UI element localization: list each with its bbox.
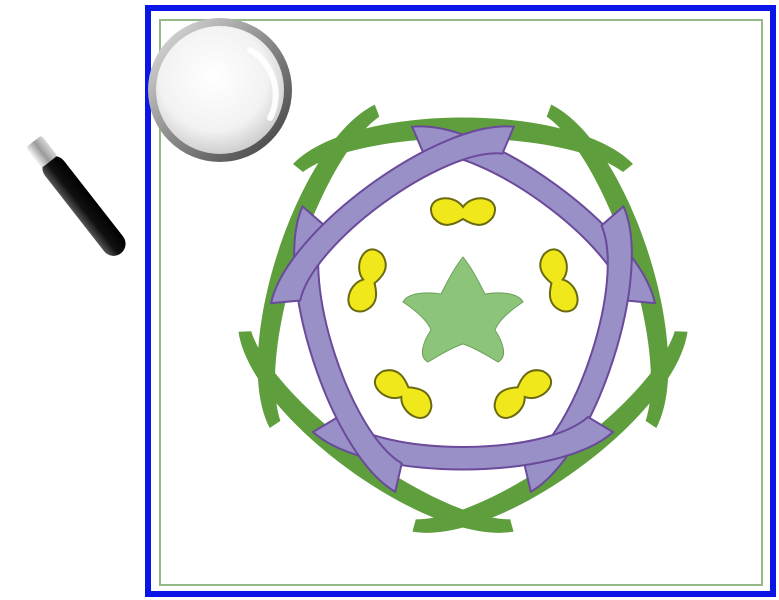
- magnifier-lens: [156, 26, 284, 154]
- magnifier-handle: [38, 151, 131, 260]
